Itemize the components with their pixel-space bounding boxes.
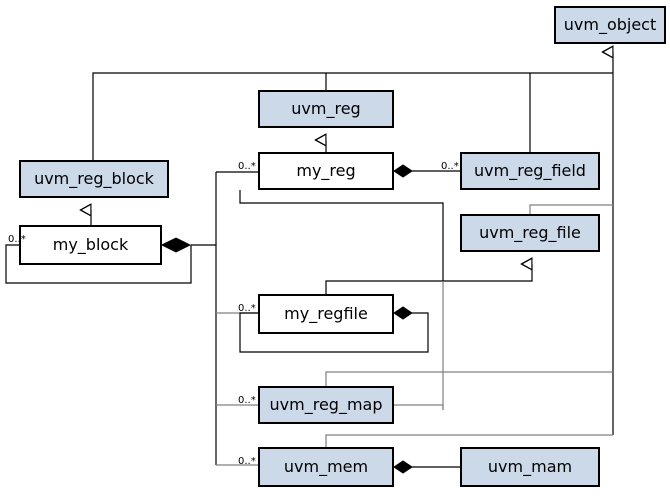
class-box-uvm-reg-map[interactable]: uvm_reg_map bbox=[258, 386, 394, 424]
multiplicity-label-uvm-reg-map: 0..* bbox=[238, 395, 256, 406]
edge-uvm-reg-file-to-object bbox=[529, 204, 613, 214]
class-box-uvm-object[interactable]: uvm_object bbox=[554, 6, 666, 44]
class-label-my-block: my_block bbox=[52, 235, 129, 255]
class-label-uvm-reg-field: uvm_reg_field bbox=[474, 161, 586, 181]
class-box-uvm-reg-file[interactable]: uvm_reg_file bbox=[460, 214, 600, 252]
class-label-uvm-reg: uvm_reg bbox=[291, 99, 361, 119]
class-label-uvm-reg-map: uvm_reg_map bbox=[269, 395, 383, 415]
multiplicity-label-my-regfile: 0..* bbox=[238, 303, 256, 314]
multiplicity-label-my-block: 0..* bbox=[8, 234, 26, 245]
class-box-uvm-mam[interactable]: uvm_mam bbox=[460, 447, 600, 487]
edge-my-regfile-to-uvm-reg-file bbox=[325, 264, 532, 294]
edge-my-reg-bottom-route bbox=[239, 190, 444, 281]
class-label-uvm-reg-block: uvm_reg_block bbox=[34, 169, 154, 189]
class-label-uvm-object: uvm_object bbox=[563, 15, 657, 35]
diamond-uvm-mem bbox=[393, 460, 413, 474]
class-label-uvm-mam: uvm_mam bbox=[487, 457, 573, 477]
diamond-my-reg bbox=[393, 164, 413, 178]
class-label-my-regfile: my_regfile bbox=[284, 304, 368, 324]
edge-uvm-reg-map-to-object bbox=[325, 371, 613, 386]
edge-my-block-spine bbox=[191, 244, 217, 465]
diamond-my-regfile bbox=[393, 306, 413, 320]
composition-edges bbox=[5, 170, 460, 468]
class-box-uvm-reg-block[interactable]: uvm_reg_block bbox=[19, 160, 169, 198]
edge-uvm-mem-to-object bbox=[325, 434, 613, 447]
class-box-uvm-reg-field[interactable]: uvm_reg_field bbox=[460, 152, 600, 190]
diamond-my-block bbox=[160, 237, 192, 253]
multiplicity-label-my-reg: 0..* bbox=[238, 161, 256, 172]
edge-uvm-reg-map-right-route bbox=[394, 404, 444, 410]
class-label-uvm-mem: uvm_mem bbox=[283, 457, 369, 477]
edge-my-regfile-self-loop bbox=[239, 312, 429, 353]
class-box-uvm-reg[interactable]: uvm_reg bbox=[258, 90, 394, 128]
class-box-my-regfile[interactable]: my_regfile bbox=[258, 294, 394, 334]
generalization-edges bbox=[91, 52, 613, 447]
class-box-my-reg[interactable]: my_reg bbox=[258, 152, 394, 190]
multiplicity-label-uvm-reg-field: 0..* bbox=[441, 161, 459, 172]
class-box-uvm-mem[interactable]: uvm_mem bbox=[258, 447, 394, 487]
class-label-uvm-reg-file: uvm_reg_file bbox=[479, 223, 581, 243]
edge-my-block-self-loop bbox=[5, 244, 192, 284]
edge-uvm-reg-block-to-object bbox=[92, 72, 613, 160]
class-box-my-block[interactable]: my_block bbox=[19, 225, 162, 265]
multiplicity-label-uvm-mem: 0..* bbox=[238, 456, 256, 467]
composition-diamonds bbox=[160, 164, 413, 474]
class-label-my-reg: my_reg bbox=[296, 161, 356, 181]
